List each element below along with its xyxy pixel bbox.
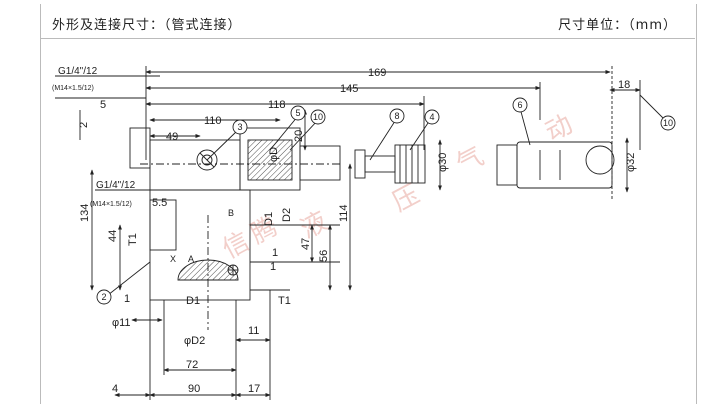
dim-text-4: 4: [112, 383, 118, 395]
callout-8: [389, 108, 405, 124]
port-label-top: G1/4"/12: [58, 66, 98, 77]
dim-text-49: 49: [166, 131, 178, 143]
dim-text-47: 47: [300, 238, 312, 250]
port-label-top-sub: (M14×1.5/12): [52, 85, 94, 92]
dim-text-2: 2: [78, 122, 90, 128]
dim-text-5: 5: [100, 99, 106, 111]
dim-text-90: 90: [188, 383, 200, 395]
plug-circle: [196, 149, 218, 171]
callout-label: 10: [313, 112, 323, 122]
callout-10: [660, 115, 676, 131]
callout-9: [310, 109, 326, 125]
port-label-mid: G1/4"/12: [96, 180, 136, 191]
dim-text-1: 1: [272, 247, 278, 259]
dim-text-phi11: φ11: [112, 317, 131, 329]
callout-label: 10: [663, 118, 673, 128]
dim-text-t1-right: T1: [278, 295, 291, 307]
drawing-frame: [40, 4, 697, 404]
dim-text-d1: D1: [263, 212, 275, 226]
dim-text-d2: D2: [281, 208, 293, 222]
dim-text-114: 114: [338, 204, 350, 222]
adjust-knob: [394, 144, 426, 184]
knob-flange: [354, 149, 366, 179]
drawing-title: 外形及连接尺寸：（管式连接）: [52, 18, 242, 33]
adjust-housing: [299, 145, 341, 181]
callout-3: [232, 119, 248, 135]
dim-text-17: 17: [248, 383, 260, 395]
dim-text-1-right: 1: [270, 261, 276, 273]
callout-5: [290, 105, 306, 121]
dim-text-5-5: 5.5: [152, 197, 167, 209]
callout-label: 2: [101, 292, 106, 302]
dim-text-phi32: φ32: [625, 153, 637, 172]
callout-2: [96, 289, 112, 305]
dim-text-145: 145: [340, 83, 358, 95]
handle-ring: [585, 145, 615, 175]
callout-label: 3: [237, 122, 242, 132]
dim-text-phid2: φD2: [184, 335, 205, 347]
callout-6: [512, 97, 528, 113]
port-stub: [129, 127, 151, 169]
units-label: 尺寸单位：（mm）: [558, 18, 677, 33]
dim-text-134: 134: [79, 204, 91, 222]
dim-text-169: 169: [368, 67, 386, 79]
callout-label: 4: [429, 112, 434, 122]
port-label-mid-sub: (M14×1.5/12): [90, 201, 132, 208]
header-bar: 外形及连接尺寸：（管式连接） 尺寸单位：（mm）: [40, 4, 695, 39]
dim-text-110: 110: [204, 115, 222, 127]
dim-text-phi30: φ30: [437, 153, 449, 172]
callout-4: [424, 109, 440, 125]
dim-text-118: 118: [268, 99, 286, 111]
handle-barrel: [516, 141, 613, 189]
port-letter-x: X: [170, 254, 176, 264]
valve-body-left: [149, 139, 241, 191]
port-letter-a: A: [188, 254, 194, 264]
handle-nut: [496, 144, 518, 186]
callout-label: 5: [295, 108, 300, 118]
dim-text-phid: φD: [268, 147, 280, 162]
dim-text-20: 20: [293, 130, 305, 142]
knob-stem: [364, 155, 396, 173]
spring-section: [247, 139, 293, 181]
dim-text-1: 1: [124, 293, 130, 305]
dim-text-18: 18: [618, 79, 630, 91]
dim-text-72: 72: [186, 359, 198, 371]
dim-text-d1-lower: D1: [186, 295, 200, 307]
callout-label: 6: [517, 100, 522, 110]
dim-text-11: 11: [248, 325, 259, 337]
port-letter-b: B: [228, 208, 234, 218]
dim-text-56: 56: [318, 250, 330, 262]
callout-label: 8: [394, 111, 399, 121]
dim-text-t1: T1: [127, 233, 139, 246]
lower-left-boss: [149, 199, 177, 251]
dim-text-44: 44: [107, 230, 119, 242]
